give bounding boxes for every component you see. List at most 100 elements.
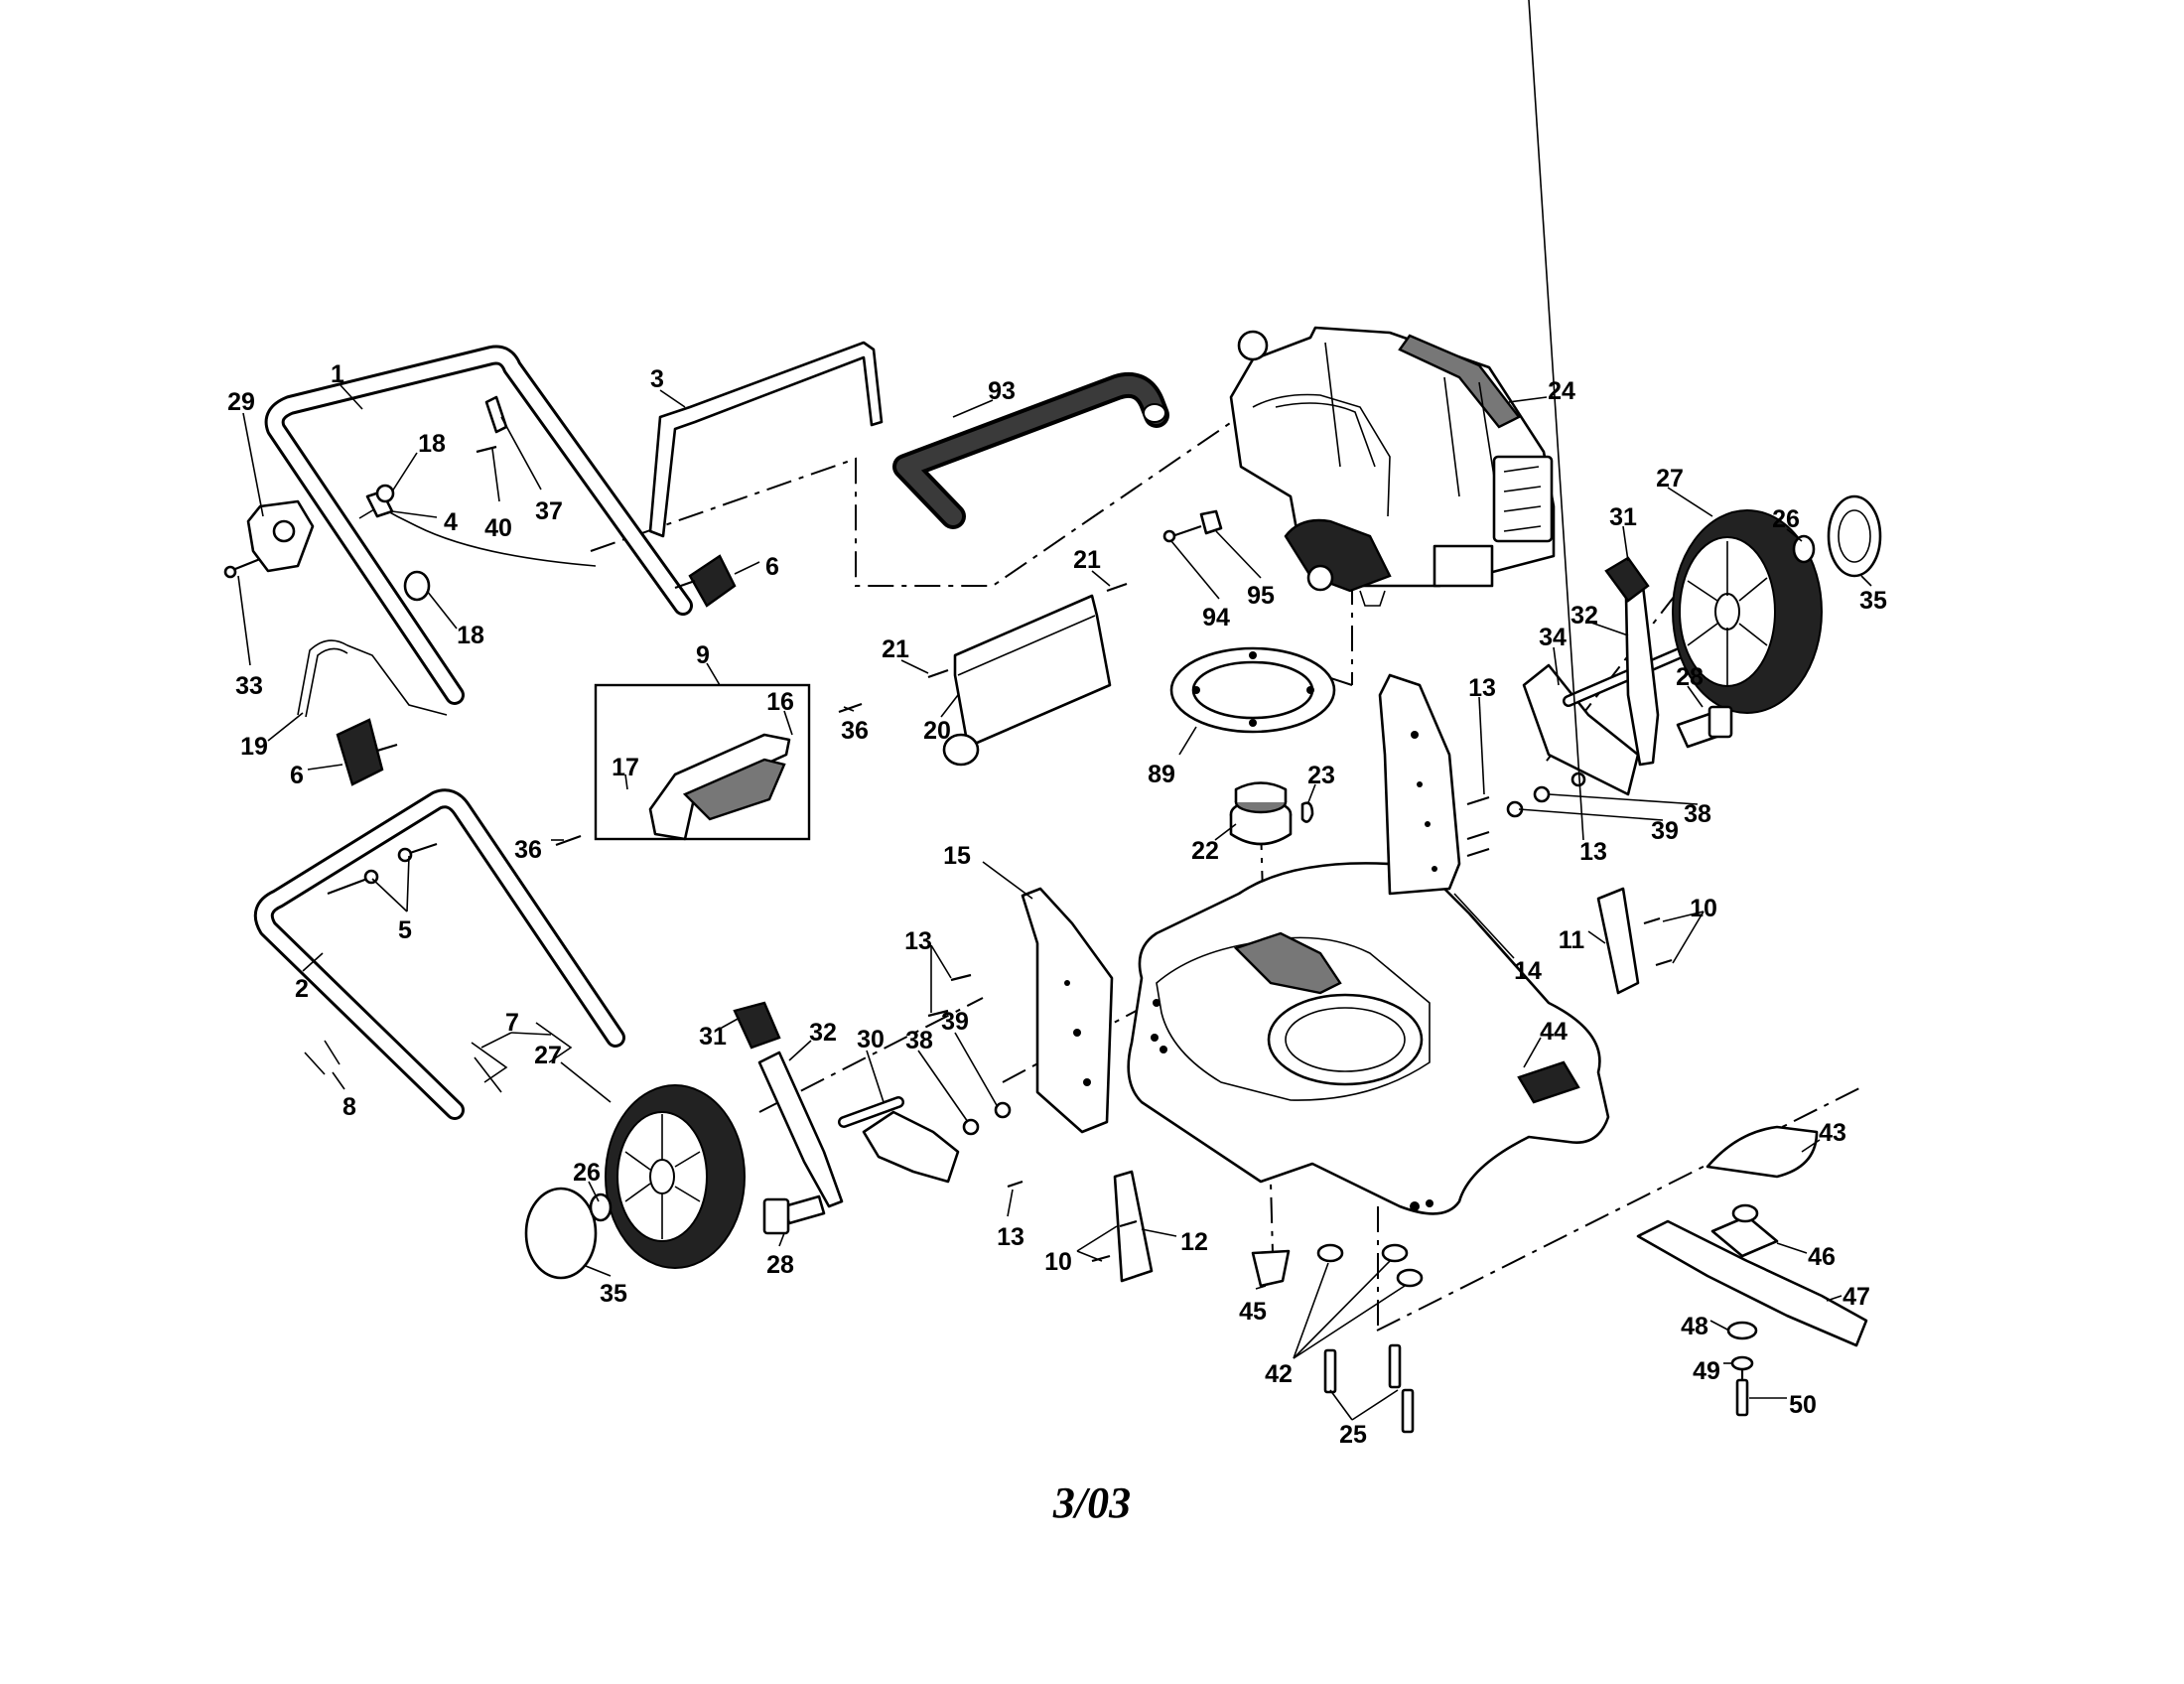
part-callout-l18a: 18 xyxy=(418,430,446,458)
part-callout-l19: 19 xyxy=(240,733,268,761)
deck-bolts xyxy=(1316,1243,1424,1434)
part-callout-l21a: 21 xyxy=(1073,546,1101,574)
part-callout-l13b: 13 xyxy=(1579,838,1607,866)
part-callout-l17: 17 xyxy=(612,754,639,781)
part-callout-l15: 15 xyxy=(943,842,971,870)
part-callout-l34: 34 xyxy=(1539,624,1567,651)
throttle-parts xyxy=(358,395,597,602)
part-callout-l47: 47 xyxy=(1843,1283,1870,1311)
part-callout-l13a: 13 xyxy=(1468,674,1496,702)
lever-right xyxy=(1604,556,1660,767)
part-callout-l36a: 36 xyxy=(841,717,869,745)
left-fasteners xyxy=(927,973,1024,1189)
part-callout-l37: 37 xyxy=(535,497,563,525)
part-callout-l6b: 6 xyxy=(290,762,304,789)
engine xyxy=(1229,326,1556,607)
part-callout-l12: 12 xyxy=(1180,1228,1208,1256)
part-callout-l9: 9 xyxy=(696,641,710,669)
blade-key xyxy=(1251,1249,1291,1288)
part-callout-l24: 24 xyxy=(1548,377,1575,405)
hubcap-left xyxy=(524,1187,613,1280)
hubcap-right xyxy=(1792,494,1882,578)
part-callout-l21b: 21 xyxy=(882,635,909,663)
part-callout-l13c: 13 xyxy=(904,927,932,955)
knob-upper xyxy=(674,554,737,608)
part-callout-l40: 40 xyxy=(484,514,512,542)
engine-bracket xyxy=(1162,509,1223,543)
part-callout-l10b: 10 xyxy=(1044,1248,1072,1276)
part-callout-l31b: 31 xyxy=(699,1023,727,1051)
part-callout-l3: 3 xyxy=(650,365,664,393)
part-callout-l45: 45 xyxy=(1239,1298,1267,1326)
part-callout-l36b: 36 xyxy=(514,836,542,864)
part-callout-l35b: 35 xyxy=(600,1280,627,1308)
part-callout-l89: 89 xyxy=(1148,761,1175,788)
right-fasteners xyxy=(1466,772,1586,858)
part-callout-l28a: 28 xyxy=(1676,663,1704,691)
part-callout-l30: 30 xyxy=(857,1026,885,1053)
adjuster-plate-right xyxy=(1596,887,1640,995)
part-callout-l2: 2 xyxy=(295,975,309,1003)
revision-date: 3/03 xyxy=(1052,1478,1131,1527)
inset-box xyxy=(594,683,811,841)
adjuster-plate-left xyxy=(1113,1170,1154,1283)
wire-frame xyxy=(297,639,448,718)
part-callout-l6a: 6 xyxy=(765,553,779,581)
knob-lower xyxy=(336,718,398,786)
mower-deck xyxy=(1127,862,1610,1215)
blade-assembly xyxy=(1636,1125,1868,1417)
lever-left xyxy=(733,1001,844,1208)
wheel-left xyxy=(605,1084,746,1269)
gasket-ring xyxy=(1169,646,1336,734)
part-callout-l4: 4 xyxy=(444,508,458,536)
part-callout-l13d: 13 xyxy=(997,1223,1024,1251)
part-callout-l23: 23 xyxy=(1307,762,1335,789)
part-callout-l93: 93 xyxy=(988,377,1016,405)
left-side-bracket xyxy=(1021,887,1114,1134)
part-callout-l32a: 32 xyxy=(1570,602,1598,630)
wheel-bolt-right xyxy=(1676,705,1733,749)
handle-bracket xyxy=(223,499,315,579)
part-callout-l38a: 38 xyxy=(1684,800,1711,828)
part-callout-l27b: 27 xyxy=(534,1042,562,1069)
part-callout-l22: 22 xyxy=(1191,837,1219,865)
part-callout-l29: 29 xyxy=(227,388,255,416)
right-side-bracket xyxy=(1378,673,1461,896)
part-callout-l48: 48 xyxy=(1681,1313,1708,1340)
part-callout-l50: 50 xyxy=(1789,1391,1817,1419)
leader-lines xyxy=(237,0,1872,1421)
part-callout-l95: 95 xyxy=(1247,582,1275,610)
part-callout-l43: 43 xyxy=(1819,1119,1846,1147)
part-callout-l16: 16 xyxy=(766,688,794,716)
pulley xyxy=(1229,781,1314,846)
part-callout-l1: 1 xyxy=(331,360,344,388)
part-callout-l32b: 32 xyxy=(809,1019,837,1047)
handle-foam-grip xyxy=(892,371,1169,529)
part-callout-l26a: 26 xyxy=(1772,505,1800,533)
small-bolts xyxy=(555,582,1673,1263)
part-callout-l27a: 27 xyxy=(1656,465,1684,492)
part-callout-l14: 14 xyxy=(1514,957,1542,985)
part-callout-l31a: 31 xyxy=(1609,503,1637,531)
part-callout-l11: 11 xyxy=(1559,926,1585,954)
wheel-right xyxy=(1672,509,1823,714)
upper-handle xyxy=(264,345,693,705)
part-callout-l18b: 18 xyxy=(457,622,484,649)
part-callout-l49: 49 xyxy=(1693,1357,1720,1385)
height-adjuster-right xyxy=(1522,639,1704,796)
part-callout-l46: 46 xyxy=(1808,1243,1836,1271)
part-callout-l28b: 28 xyxy=(766,1251,794,1279)
part-callout-l8: 8 xyxy=(342,1093,356,1121)
part-callout-l26b: 26 xyxy=(573,1159,601,1187)
part-callout-l39a: 39 xyxy=(1651,817,1679,845)
center-lines xyxy=(590,418,1862,1332)
part-callout-l25: 25 xyxy=(1339,1421,1367,1449)
hairpin-clips xyxy=(304,1022,573,1093)
height-adjuster-left xyxy=(838,1096,960,1184)
control-bar xyxy=(648,341,884,538)
part-callout-l10a: 10 xyxy=(1690,895,1717,922)
part-callout-l33: 33 xyxy=(235,672,263,700)
part-callout-l44: 44 xyxy=(1540,1018,1568,1046)
